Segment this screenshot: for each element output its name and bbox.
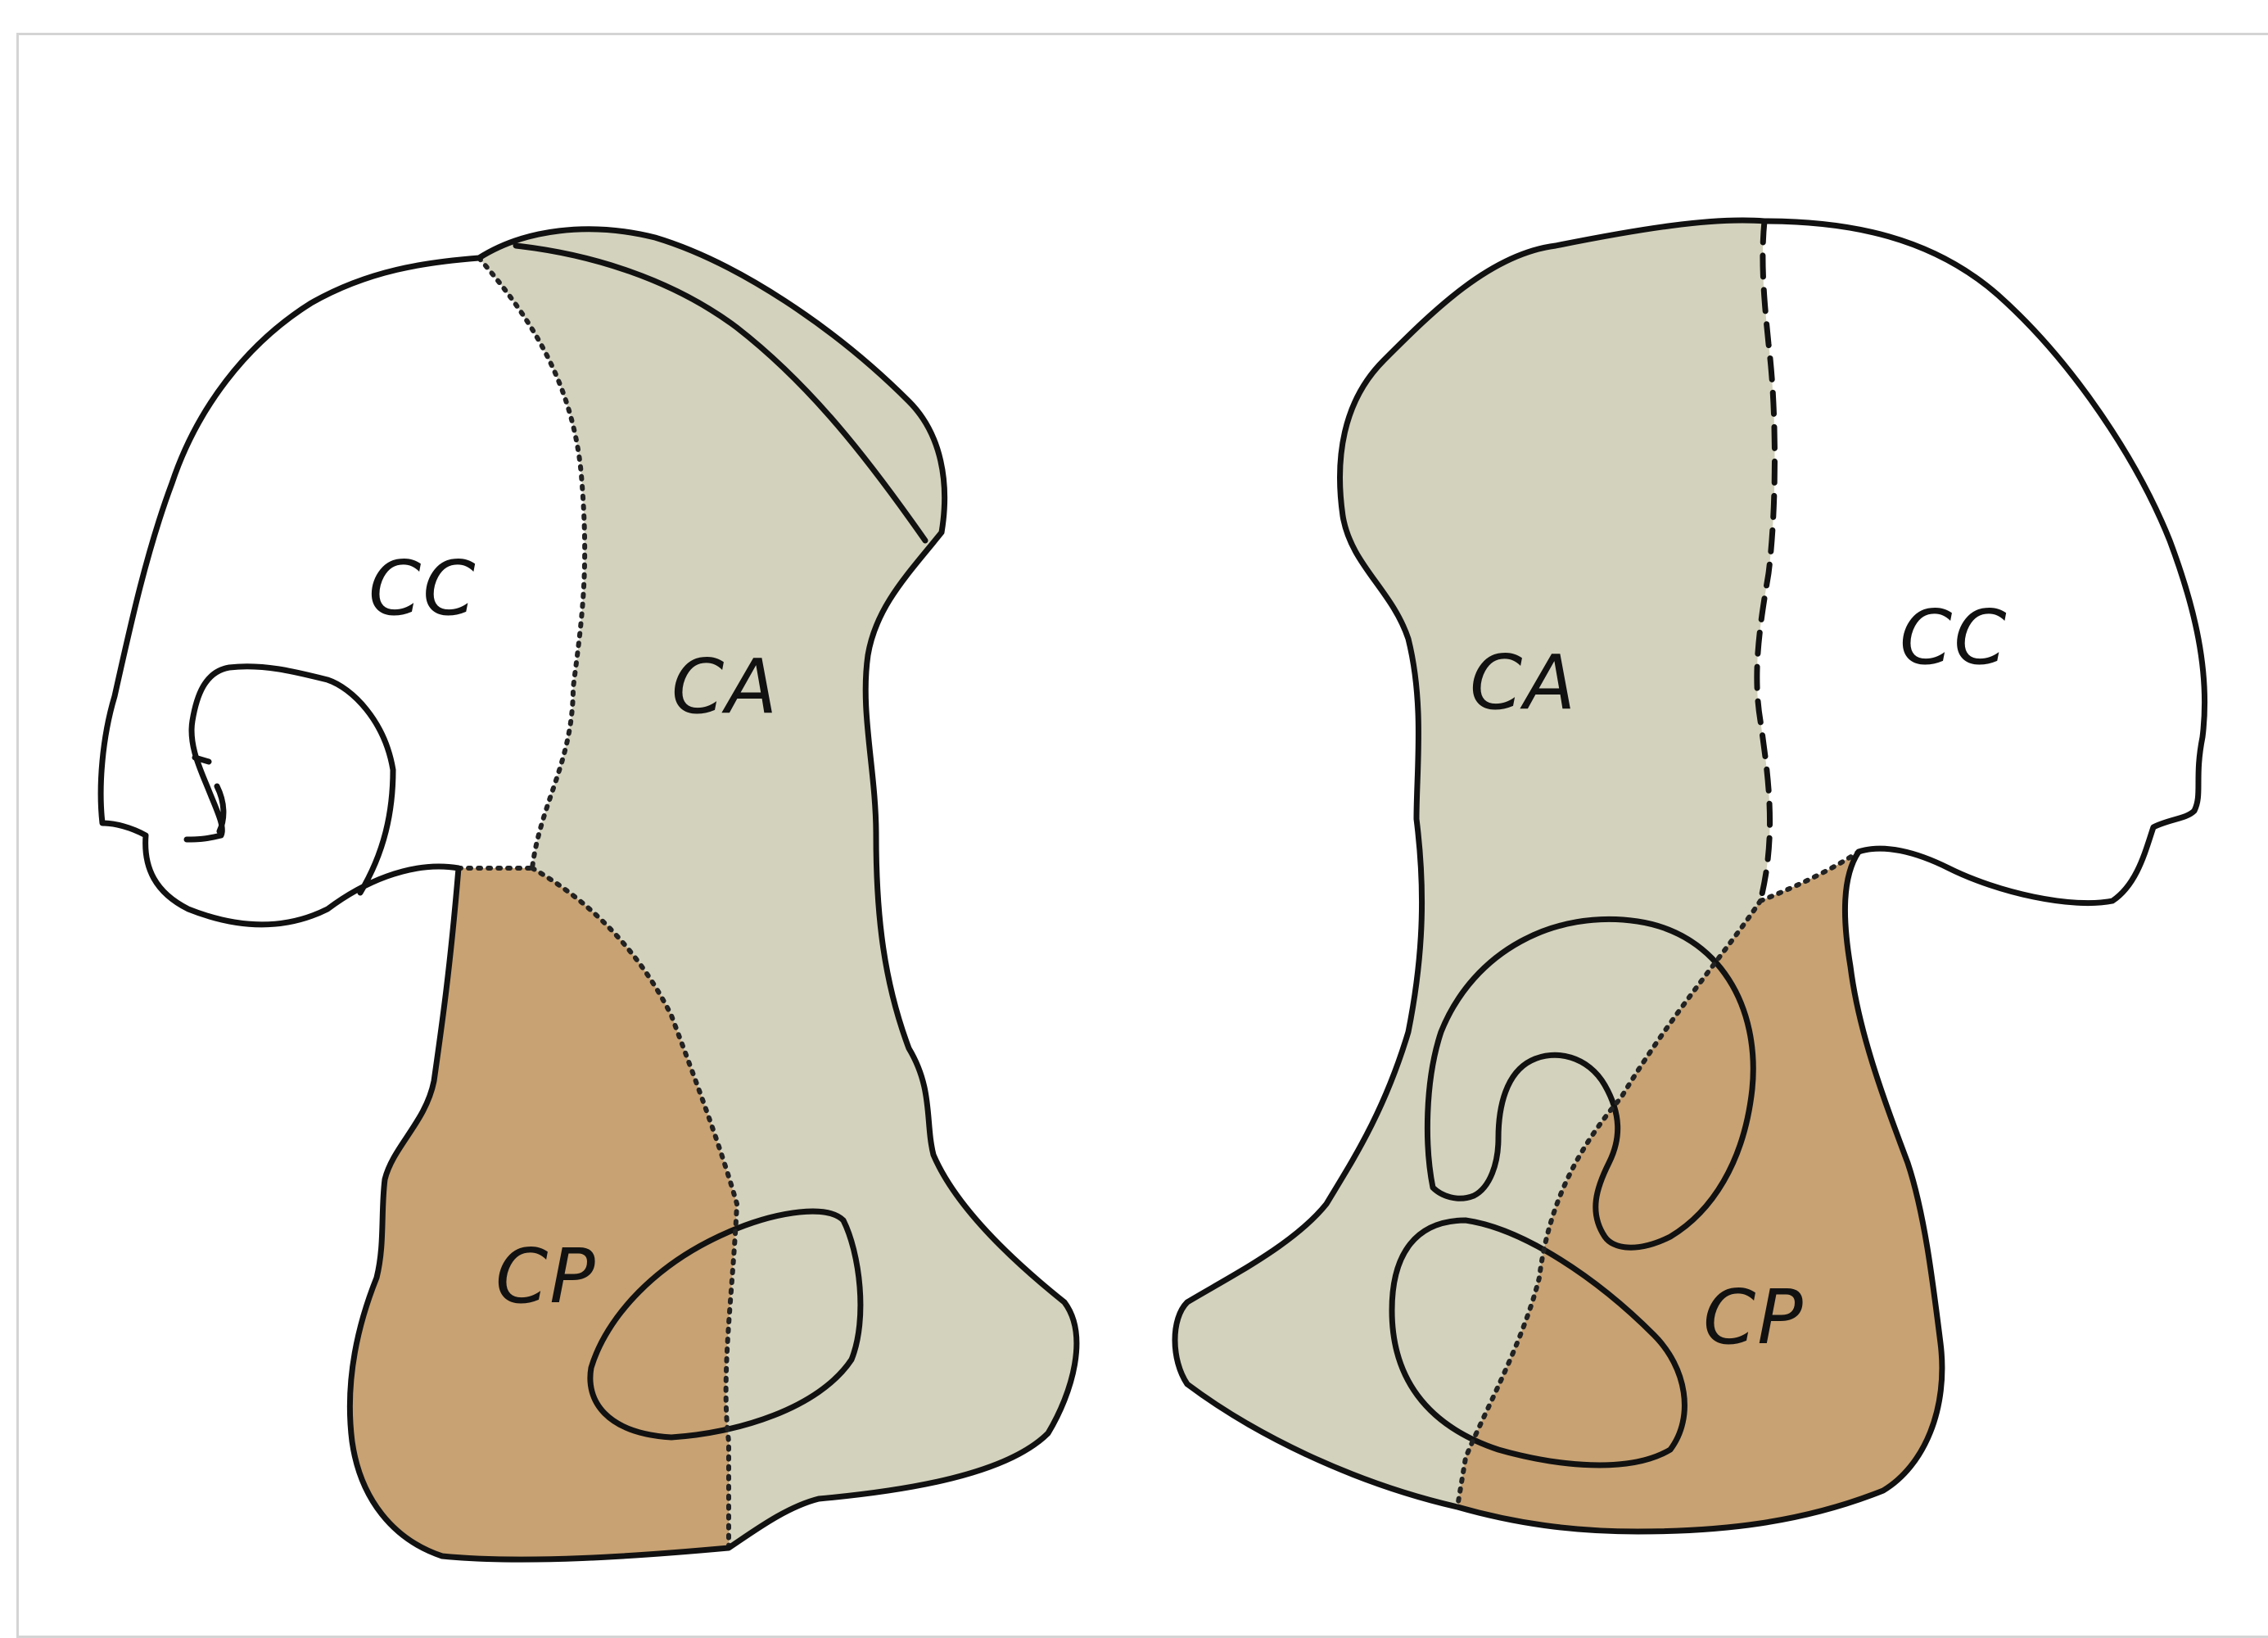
left-hip-bone: CC CA CP	[101, 229, 1077, 1559]
right-label-ca: CA	[1470, 639, 1577, 726]
left-inner-contour	[187, 667, 393, 893]
left-label-cp: CP	[495, 1233, 597, 1320]
left-label-cc: CC	[368, 545, 477, 632]
left-small-mark-1	[195, 758, 209, 762]
right-hip-bone: CC CA CP	[1175, 220, 2205, 1532]
right-label-cc: CC	[1900, 594, 2008, 681]
right-label-cp: CP	[1703, 1274, 1805, 1361]
left-label-ca: CA	[671, 643, 779, 731]
